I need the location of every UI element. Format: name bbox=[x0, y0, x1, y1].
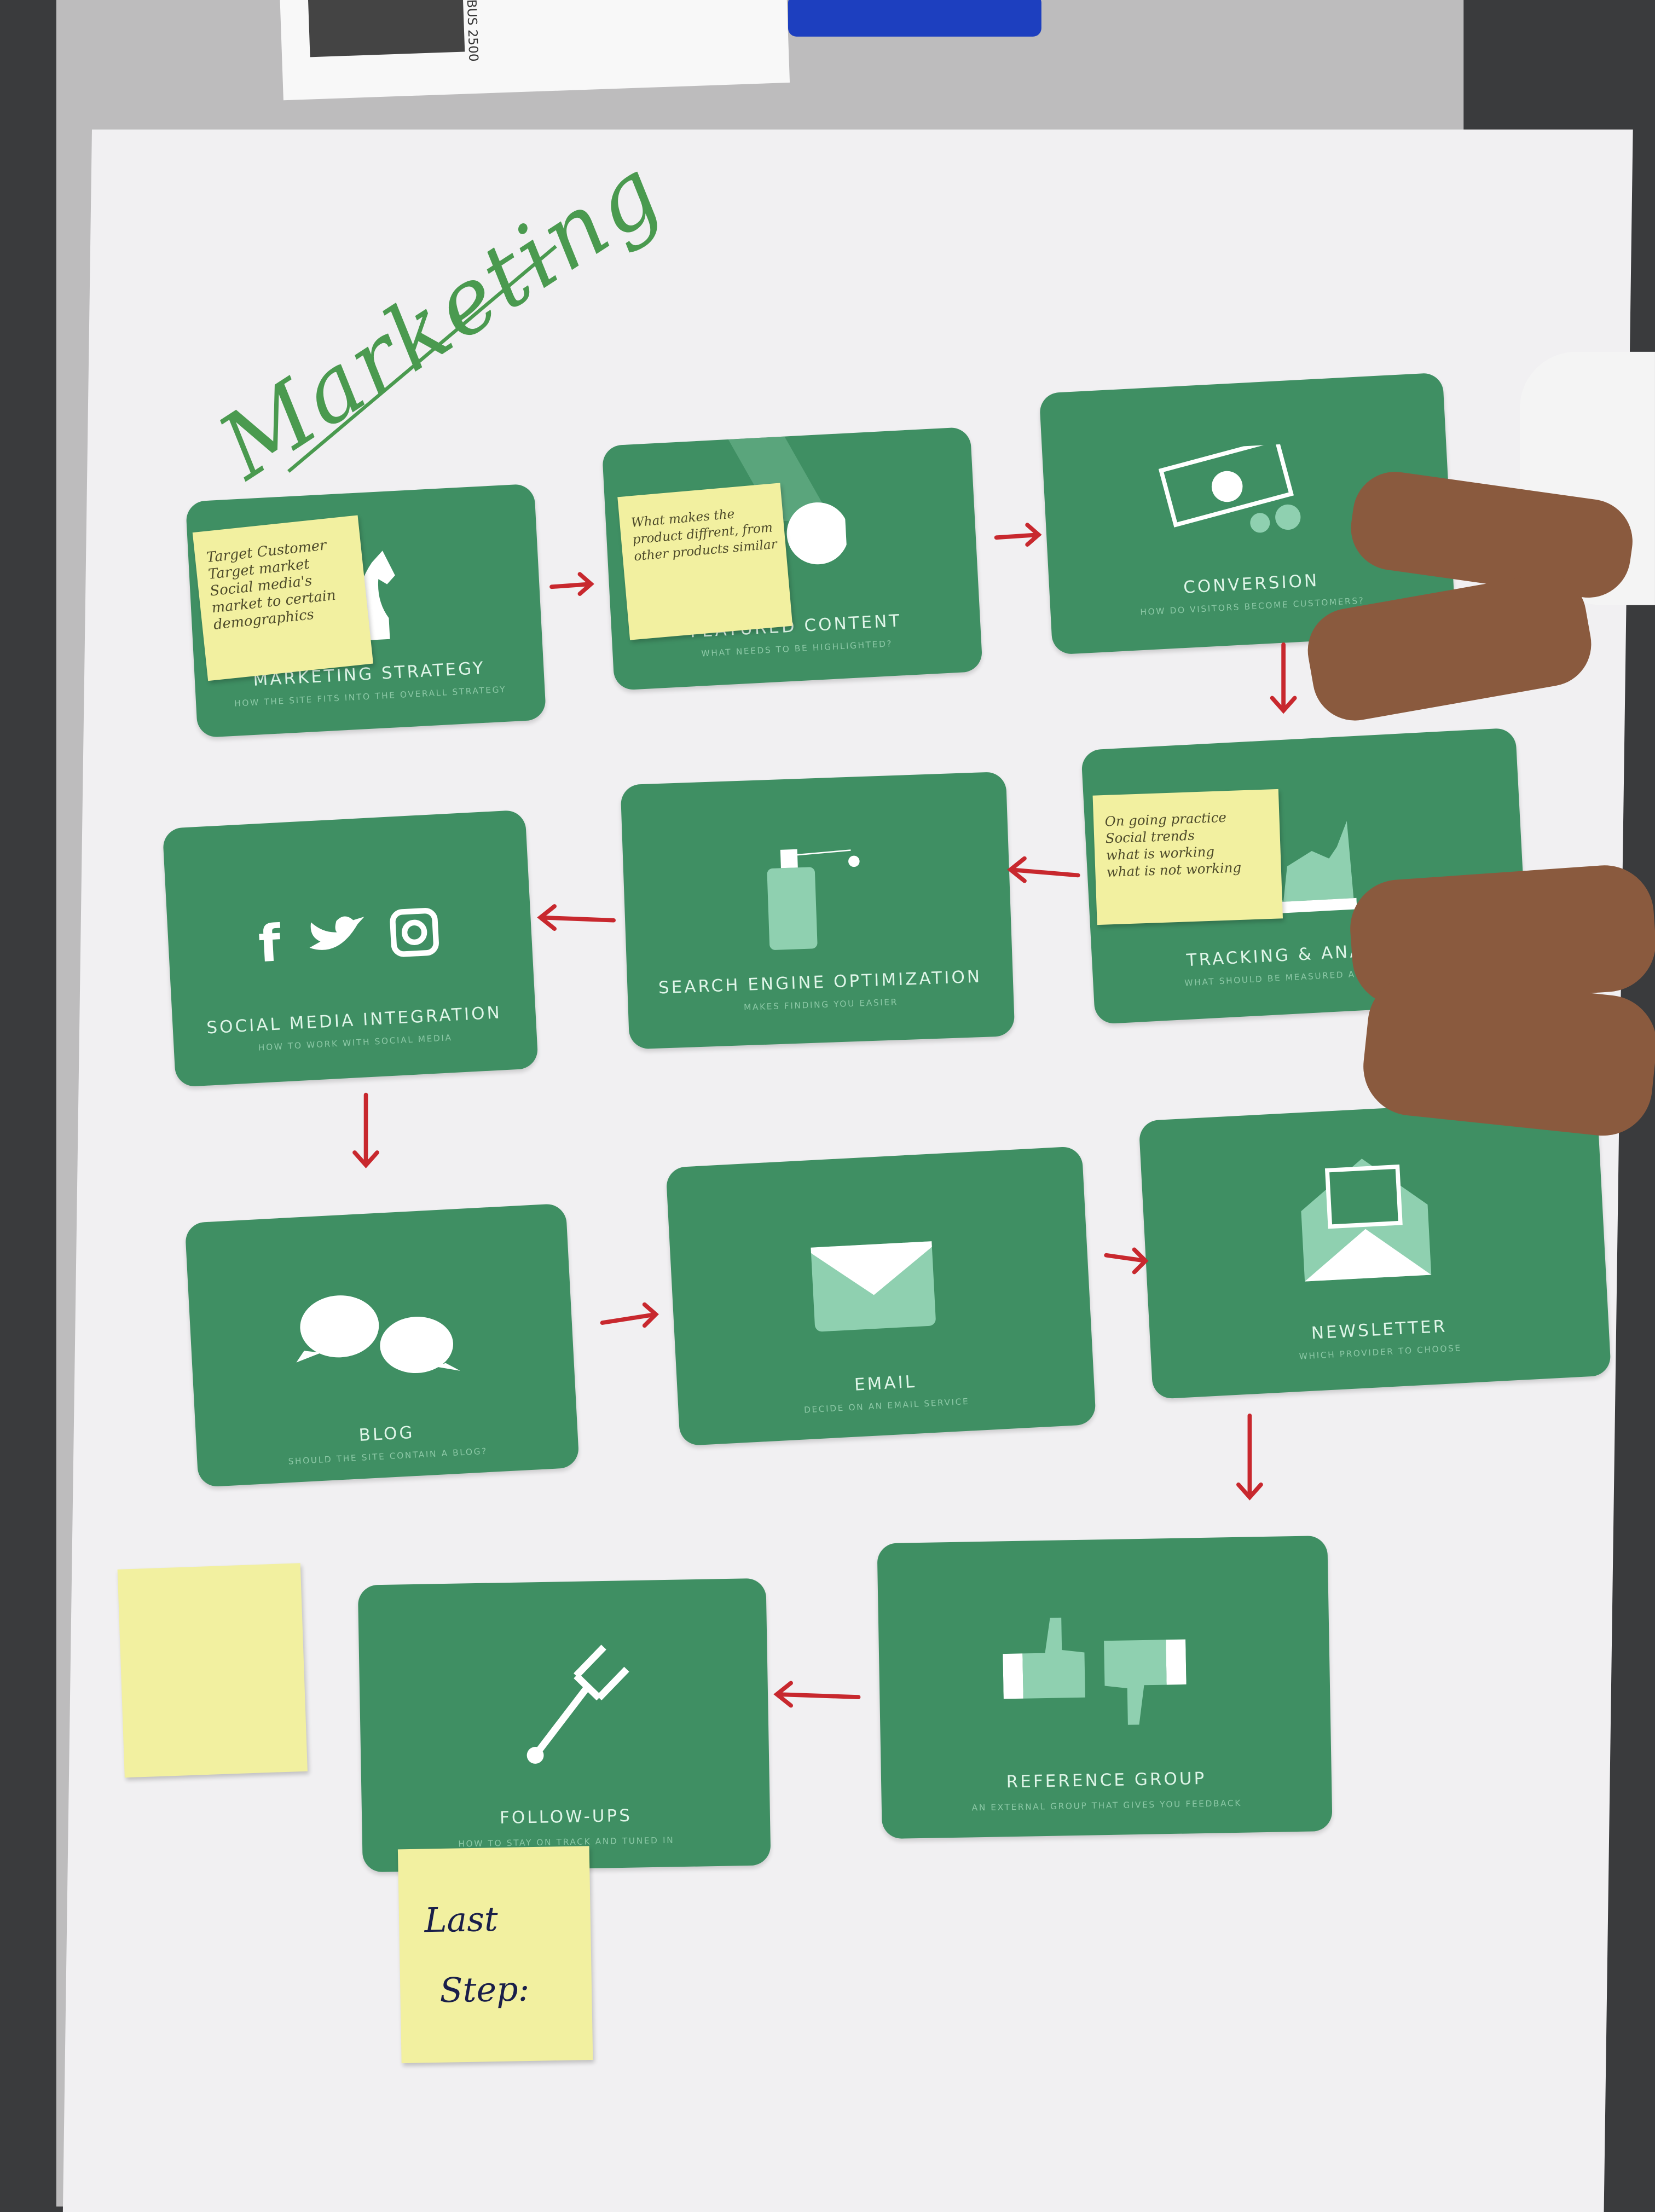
arrow-left bbox=[537, 904, 616, 931]
tuning-fork-icon bbox=[526, 1644, 629, 1764]
social-icons: f bbox=[257, 908, 439, 972]
arrow-left bbox=[1007, 856, 1080, 883]
card-email: EMAIL DECIDE ON AN EMAIL SERVICE bbox=[666, 1146, 1097, 1446]
title-underline bbox=[287, 245, 557, 473]
spotlight-icon bbox=[728, 436, 848, 565]
arrow-right bbox=[600, 1302, 659, 1328]
open-envelope-icon bbox=[1301, 1159, 1432, 1282]
svg-text:f: f bbox=[257, 913, 283, 972]
card-conversion: CONVERSION HOW DO VISITORS BECOME CUSTOM… bbox=[1039, 372, 1456, 655]
money-icon bbox=[1158, 442, 1301, 533]
card-tracking-analytics: TRACKING & ANALYTICS WHAT SHOULD BE MEAS… bbox=[1081, 727, 1530, 1024]
thumbs-icon bbox=[1003, 1617, 1187, 1725]
arrow-left bbox=[773, 1681, 861, 1708]
area-chart-icon bbox=[1271, 821, 1357, 914]
card-social-media: f SOCIAL MEDIA INTEGRATION HOW TO WORK W… bbox=[162, 809, 539, 1087]
envelope-icon bbox=[811, 1241, 936, 1332]
spray-can-icon bbox=[767, 849, 860, 950]
speech-bubbles-icon bbox=[296, 1295, 460, 1374]
arrow-down bbox=[352, 1092, 379, 1168]
arrow-down bbox=[1236, 1413, 1263, 1501]
card-reference-group: REFERENCE GROUP AN EXTERNAL GROUP THAT G… bbox=[877, 1535, 1333, 1839]
card-seo: SEARCH ENGINE OPTIMIZATION MAKES FINDING… bbox=[620, 771, 1015, 1050]
card-follow-ups: FOLLOW-UPS HOW TO STAY ON TRACK AND TUNE… bbox=[357, 1578, 771, 1873]
arrow-right bbox=[549, 572, 594, 596]
card-newsletter: NEWSLETTER WHICH PROVIDER TO CHOOSE bbox=[1138, 1097, 1612, 1399]
card-featured-content: FEATURED CONTENT WHAT NEEDS TO BE HIGHLI… bbox=[601, 426, 983, 691]
arrow-right bbox=[1104, 1247, 1149, 1275]
arrow-down bbox=[1270, 642, 1297, 714]
arrow-right bbox=[994, 523, 1042, 547]
card-blog: BLOG SHOULD THE SITE CONTAIN A BLOG? bbox=[184, 1203, 580, 1487]
blue-marker bbox=[788, 0, 1041, 37]
